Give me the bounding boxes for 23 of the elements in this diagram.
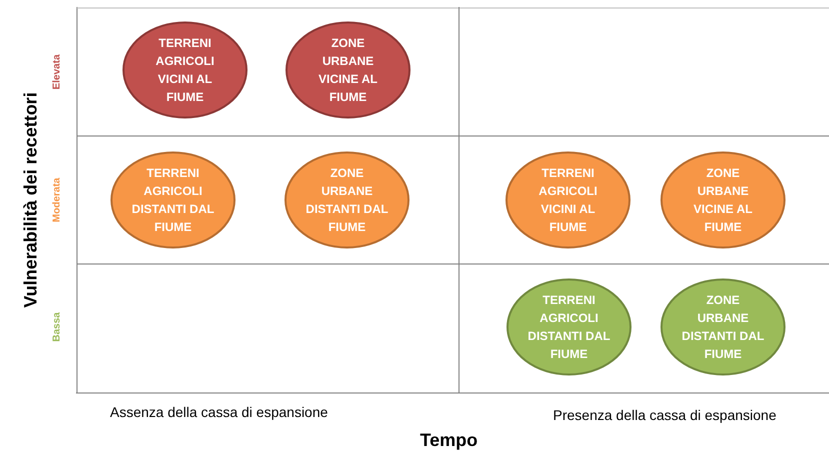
row-label: Moderata — [52, 178, 62, 222]
node-label: TERRENI AGRICOLI VICINI AL FIUME — [538, 165, 598, 236]
ellipse-node — [660, 151, 786, 249]
column-label: Assenza della cassa di espansione — [110, 404, 328, 420]
node-label: TERRENI AGRICOLI DISTANTI DAL FIUME — [131, 165, 215, 236]
ellipse-node — [506, 278, 632, 376]
column-label: Presenza della cassa di espansione — [553, 407, 776, 423]
axis-title: Tempo — [420, 430, 478, 451]
node-label: TERRENI AGRICOLI DISTANTI DAL FIUME — [527, 292, 611, 363]
node-label: ZONE URBANE VICINE AL FIUME — [318, 35, 378, 106]
node-label: ZONE URBANE DISTANTI DAL FIUME — [305, 165, 389, 236]
ellipse-node — [284, 151, 410, 249]
ellipse-node — [660, 278, 786, 376]
node-label: ZONE URBANE VICINE AL FIUME — [692, 165, 754, 236]
node-label: TERRENI AGRICOLI VICINI AL FIUME — [154, 35, 216, 106]
ellipse-node — [505, 151, 631, 249]
row-label: Elevata — [52, 54, 62, 90]
ellipse-node — [110, 151, 236, 249]
axis-title: Vulnerabilità dei recettori — [20, 92, 42, 308]
row-label: Bassa — [52, 312, 62, 342]
ellipse-node — [122, 21, 248, 119]
node-label: ZONE URBANE DISTANTI DAL FIUME — [681, 292, 765, 363]
ellipse-node — [285, 21, 411, 119]
